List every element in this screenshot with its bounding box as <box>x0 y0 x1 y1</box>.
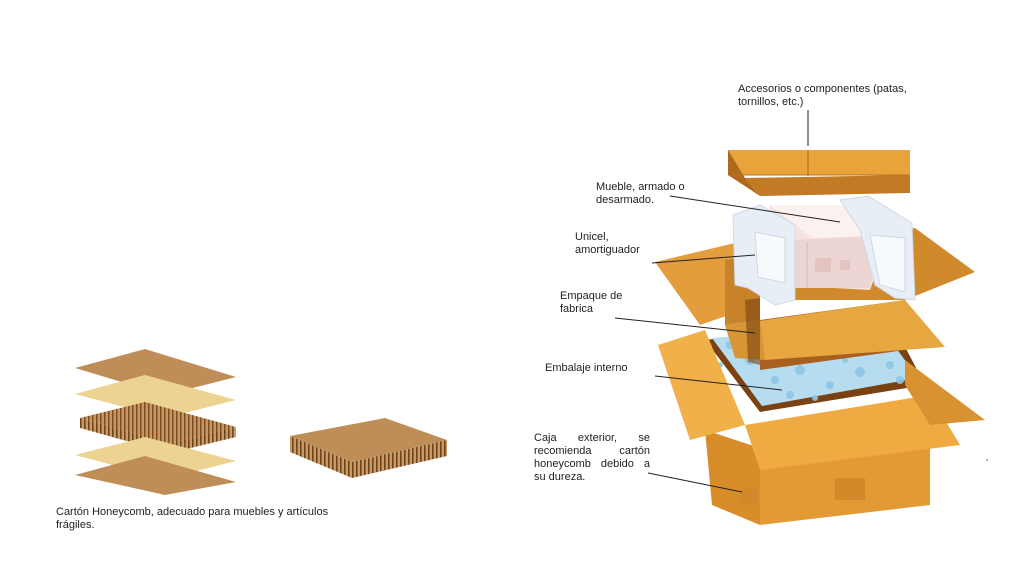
honeycomb-core-top <box>80 402 236 443</box>
honeycomb-core-right <box>170 427 236 453</box>
label-furniture: Mueble, armado o desarmado. <box>596 181 685 206</box>
foam-cushions <box>732 195 916 306</box>
board-side <box>352 440 447 478</box>
honeycomb-caption: Cartón Honeycomb, adecuado para muebles … <box>56 506 329 531</box>
factory-box <box>725 255 945 370</box>
honeycomb-board <box>290 418 447 478</box>
label-foam: Unicel, amortiguador <box>575 231 640 256</box>
leader-lines <box>614 110 841 493</box>
label-inner-packing: Embalaje interno <box>545 362 628 374</box>
top-glue-sheet <box>75 375 236 418</box>
accessories-box <box>728 150 910 196</box>
bottom-kraft-sheet <box>75 456 236 495</box>
label-accessories: Accesorios o componentes (patas, tornill… <box>738 83 907 108</box>
label-factory-packaging: Empaque de fabrica <box>560 290 623 315</box>
board-front <box>290 436 352 478</box>
honeycomb-exploded-layers <box>75 349 236 495</box>
label-outer-box: Caja exterior, se recomienda cartón hone… <box>534 432 650 483</box>
top-kraft-sheet <box>75 349 236 395</box>
board-top <box>290 418 447 462</box>
bottom-glue-sheet <box>75 437 236 479</box>
